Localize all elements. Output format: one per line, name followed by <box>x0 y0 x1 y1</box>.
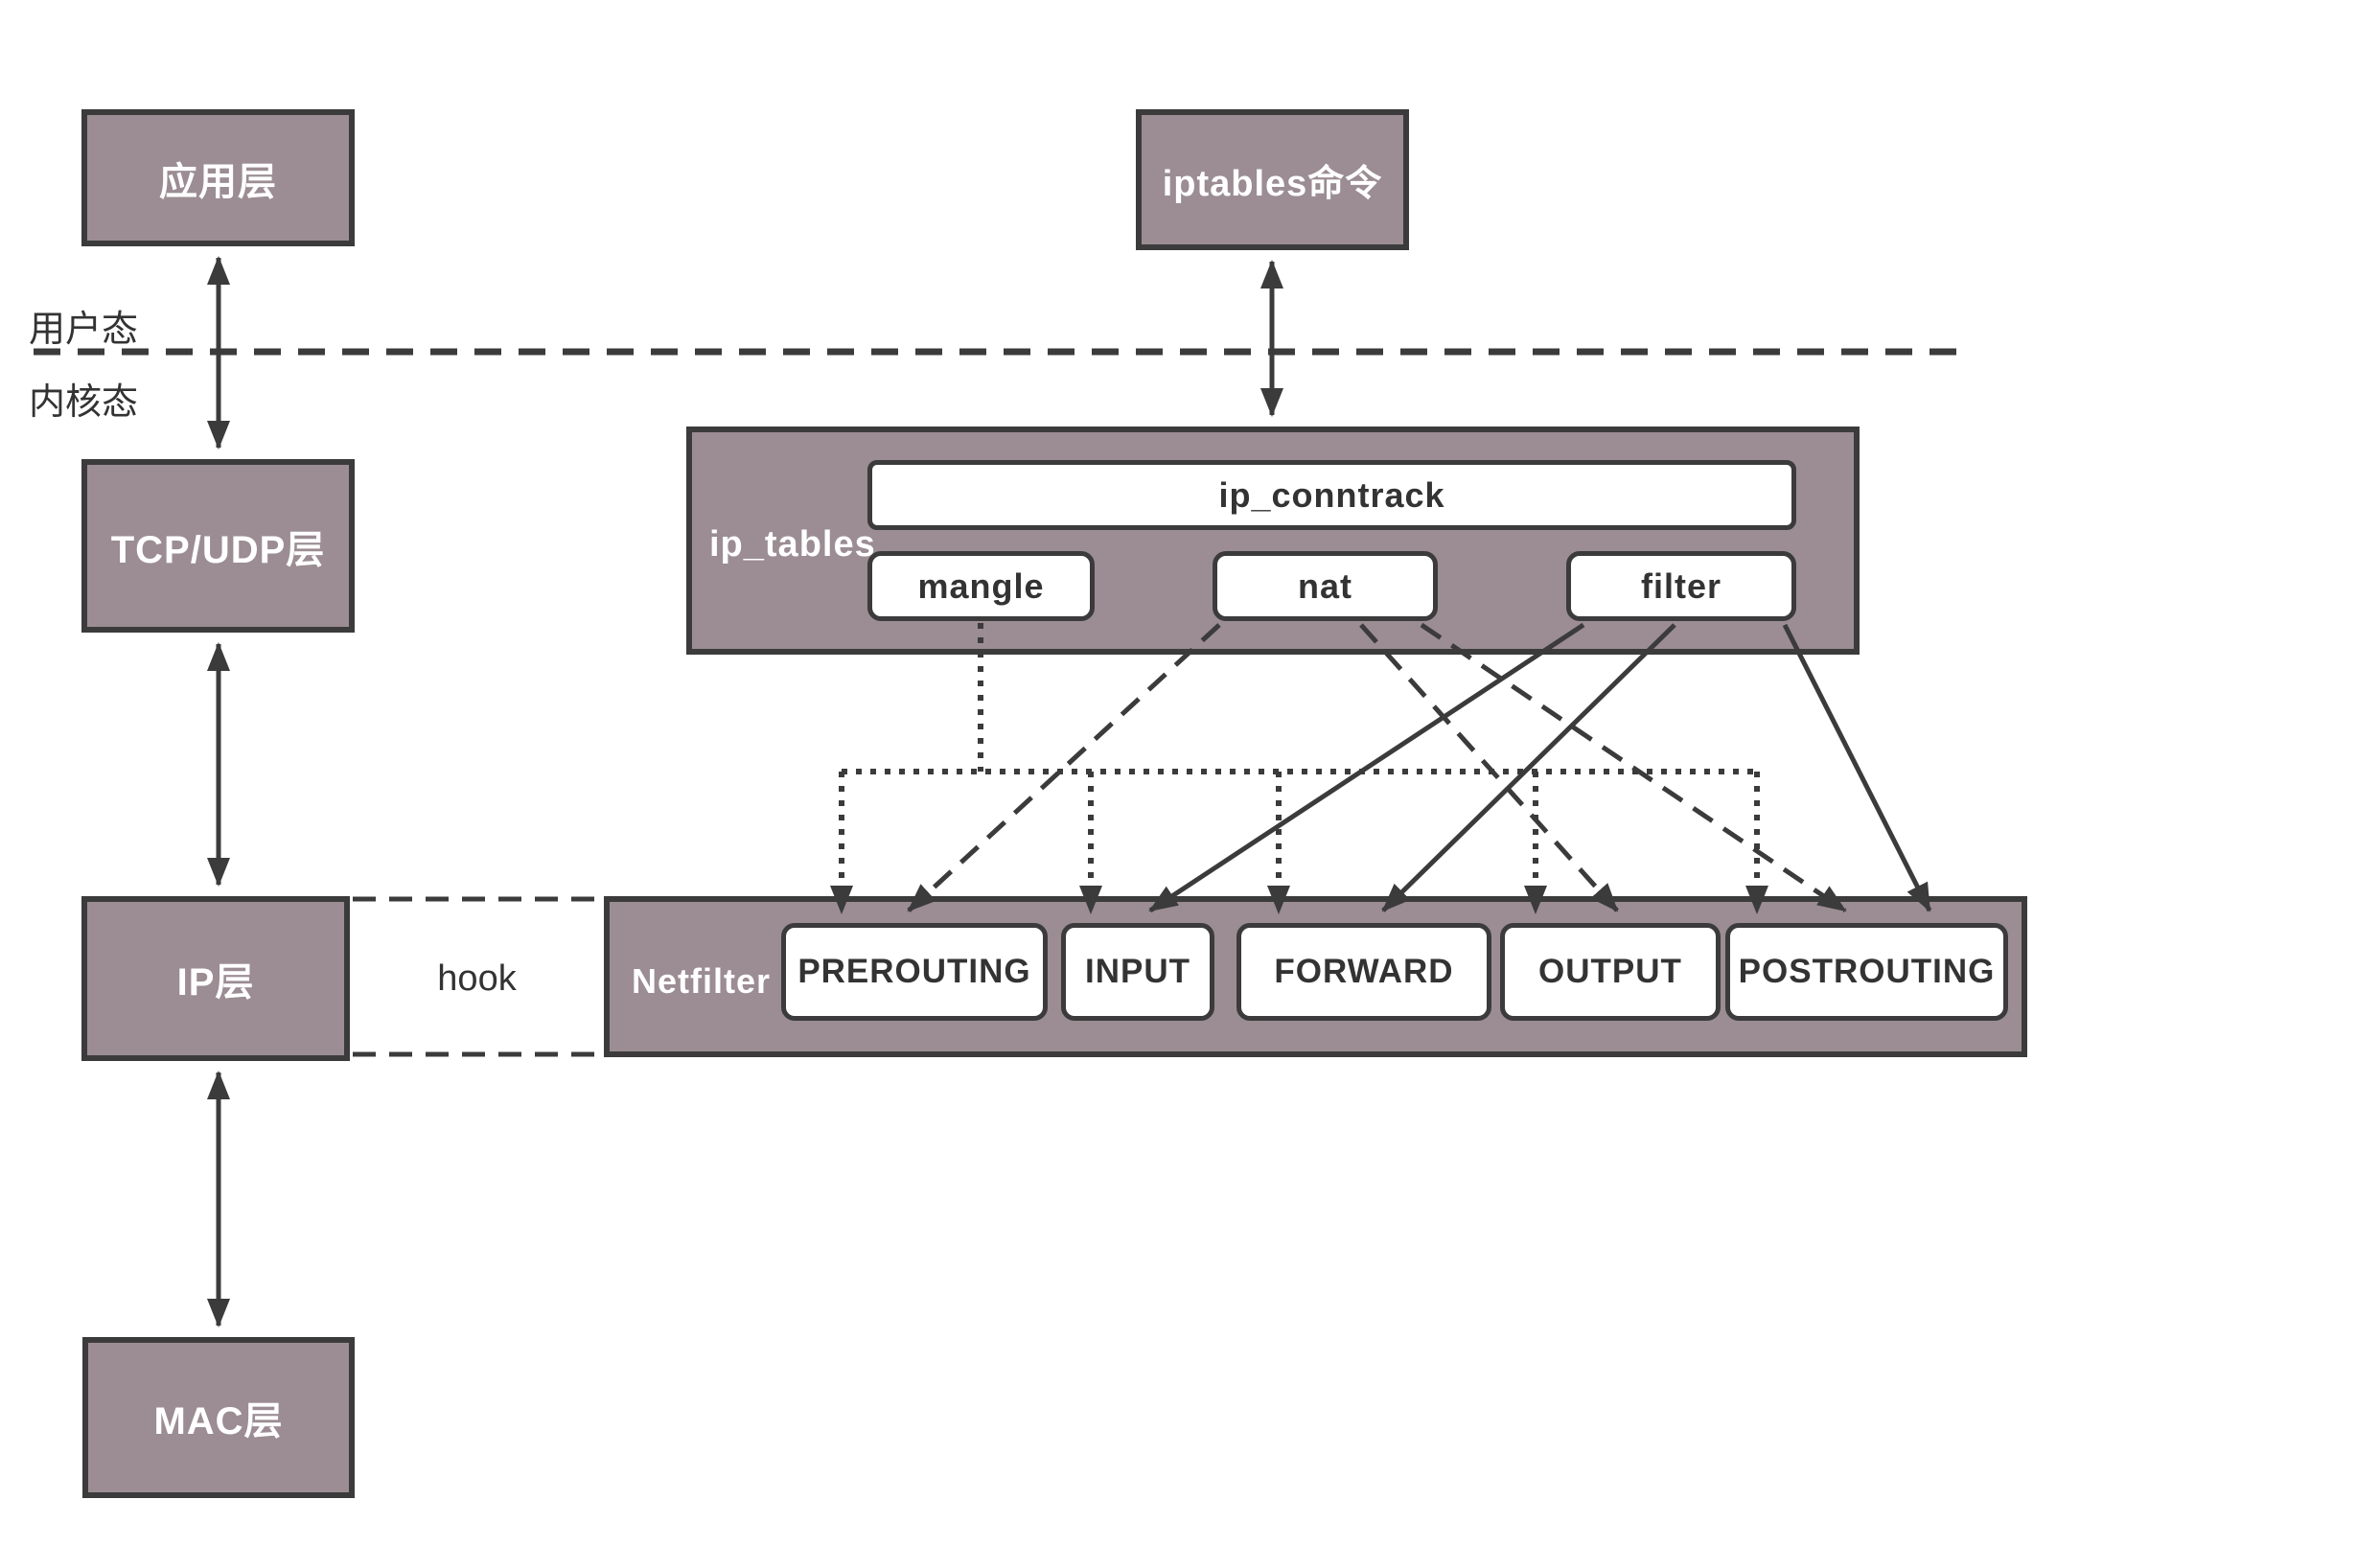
chain-box-input: INPUT <box>1061 923 1214 1021</box>
chain-label-prerouting: PREROUTING <box>797 953 1031 990</box>
mac-layer-label: MAC层 <box>153 1400 284 1442</box>
netfilter-box: Netfilter PREROUTING INPUT FORWARD OUTPU… <box>604 896 2027 1057</box>
chain-box-prerouting: PREROUTING <box>781 923 1048 1021</box>
chain-box-output: OUTPUT <box>1500 923 1721 1021</box>
app-layer-label: 应用层 <box>159 160 277 203</box>
nat-table-box: nat <box>1213 551 1438 621</box>
chain-box-forward: FORWARD <box>1236 923 1491 1021</box>
user-mode-label: 用户态 <box>29 310 139 350</box>
chain-label-output: OUTPUT <box>1538 953 1682 990</box>
chain-label-forward: FORWARD <box>1274 953 1454 990</box>
chain-label-input: INPUT <box>1085 953 1190 990</box>
app-layer-box: 应用层 <box>81 109 355 246</box>
nat-table-label: nat <box>1298 565 1352 606</box>
netfilter-title: Netfilter <box>632 961 772 1001</box>
hook-label: hook <box>437 958 517 999</box>
ip-layer-box: IP层 <box>81 896 350 1061</box>
iptables-cmd-box: iptables命令 <box>1136 109 1409 250</box>
ip-tables-title: ip_tables <box>709 524 876 565</box>
ip-layer-label: IP层 <box>176 961 255 1004</box>
filter-table-label: filter <box>1640 565 1721 606</box>
filter-table-box: filter <box>1566 551 1796 621</box>
ip-conntrack-box: ip_conntrack <box>867 460 1796 530</box>
tcp-udp-layer-box: TCP/UDP层 <box>81 459 355 633</box>
tcp-udp-layer-label: TCP/UDP层 <box>110 528 326 571</box>
mangle-table-label: mangle <box>917 565 1045 606</box>
ip-tables-box: ip_tables ip_conntrack mangle nat filter <box>686 427 1860 655</box>
ip-conntrack-label: ip_conntrack <box>1218 474 1445 515</box>
mangle-table-box: mangle <box>867 551 1095 621</box>
chain-label-postrouting: POSTROUTING <box>1738 953 1996 990</box>
iptables-cmd-label: iptables命令 <box>1162 164 1383 204</box>
kernel-mode-label: 内核态 <box>29 382 139 423</box>
chain-box-postrouting: POSTROUTING <box>1725 923 2008 1021</box>
mac-layer-box: MAC层 <box>82 1337 355 1498</box>
